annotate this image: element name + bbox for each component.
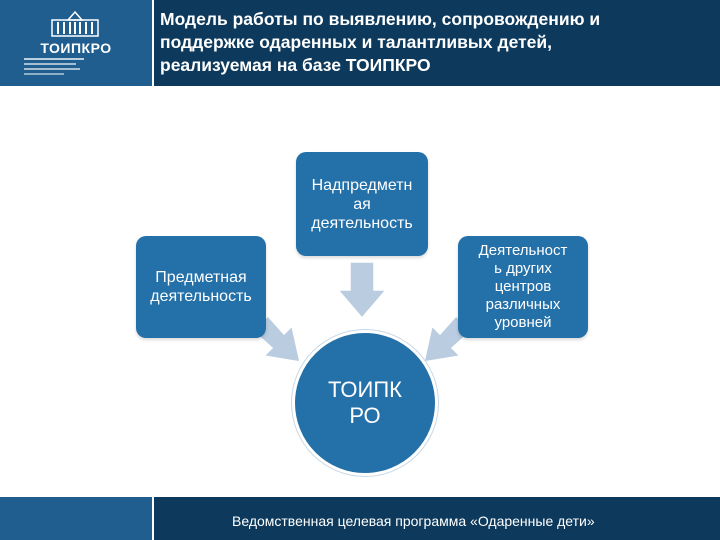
node-supra-subject-label: Надпредметн ая деятельность (311, 176, 413, 232)
node-other-centers-label: Деятельност ь других центров различных у… (478, 242, 568, 331)
slide-title: Модель работы по выявлению, сопровождени… (160, 9, 601, 75)
node-subject: Предметная деятельность (136, 236, 266, 338)
logo-text: ТОИПКРО (40, 40, 112, 56)
footer-right-panel: Ведомственная целевая программа «Одаренн… (154, 497, 720, 540)
footer-text: Ведомственная целевая программа «Одаренн… (232, 513, 595, 529)
footer: Ведомственная целевая программа «Одаренн… (0, 497, 720, 540)
header: ТОИПКРО Модель работы по выявлению, сопр… (0, 0, 720, 86)
title-panel: Модель работы по выявлению, сопровождени… (154, 0, 720, 86)
center-node-label: ТОИПК РО (327, 377, 402, 428)
logo-panel: ТОИПКРО (0, 0, 154, 86)
footer-left-panel (0, 497, 154, 540)
arrow-down-icon (336, 261, 388, 320)
node-supra-subject: Надпредметн ая деятельность (296, 152, 428, 256)
node-other-centers: Деятельност ь других центров различных у… (458, 236, 588, 338)
node-subject-label: Предметная деятельность (150, 269, 252, 305)
center-node-toipkro: ТОИПК РО (292, 330, 438, 476)
logo-caption-graphic (24, 58, 84, 75)
building-logo-icon (51, 10, 99, 37)
